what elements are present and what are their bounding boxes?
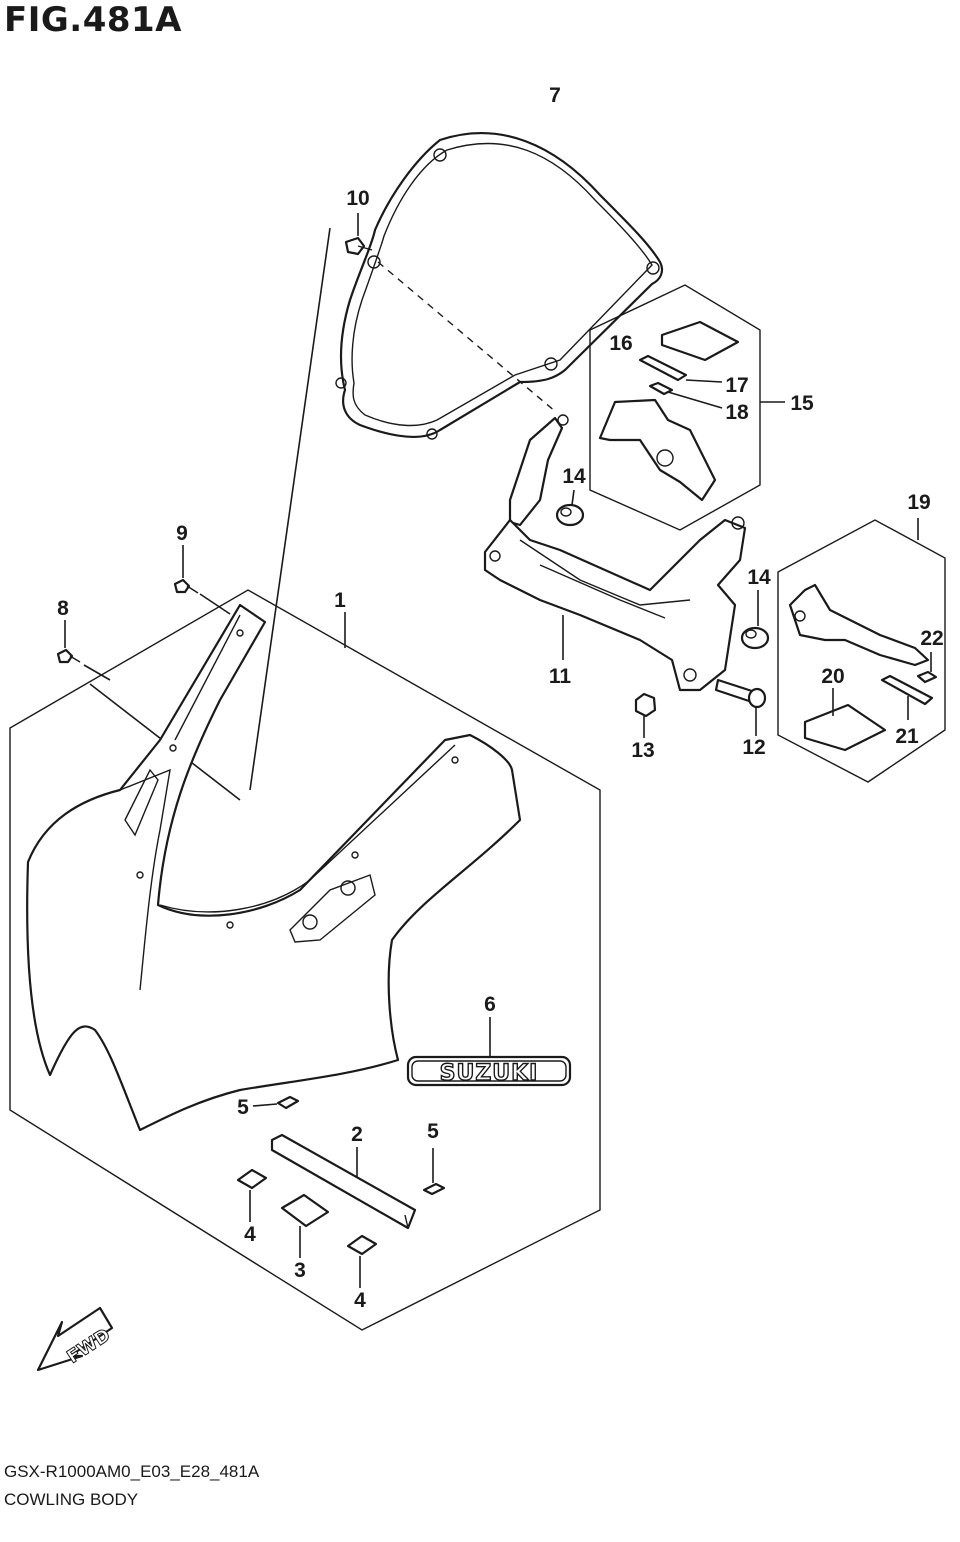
- callout-14a: 14: [562, 465, 586, 488]
- sticker-20[interactable]: [803, 703, 887, 752]
- callout-19: 19: [907, 491, 930, 514]
- callout-20: 20: [821, 665, 844, 688]
- callout-12: 12: [742, 736, 765, 759]
- sticker-16[interactable]: [660, 320, 740, 362]
- tape-18[interactable]: [648, 381, 674, 396]
- grommet-14b[interactable]: [740, 626, 770, 650]
- callout-10: 10: [346, 187, 369, 210]
- callout-3: 3: [294, 1259, 306, 1282]
- kit-15-box: [589, 284, 761, 531]
- callout-14b: 14: [747, 566, 771, 589]
- screw-9[interactable]: [173, 578, 199, 594]
- callout-17: 17: [725, 374, 748, 397]
- figure-title: FIG.481A: [4, 0, 182, 40]
- fwd-arrow: FWD: [36, 1306, 115, 1372]
- upper-cowling[interactable]: [26, 603, 522, 1132]
- tape-2[interactable]: [270, 1133, 417, 1230]
- callout-4a: 4: [244, 1223, 256, 1246]
- nut-13[interactable]: [634, 692, 657, 718]
- callout-22: 22: [920, 627, 943, 650]
- callout-6: 6: [484, 993, 496, 1016]
- grommet-14a[interactable]: [555, 503, 585, 527]
- tape-17[interactable]: [638, 354, 688, 382]
- pad-4b[interactable]: [346, 1234, 378, 1256]
- callout-18: 18: [725, 401, 749, 424]
- kit-1-box: [9, 589, 601, 1331]
- callout-5a: 5: [237, 1096, 249, 1119]
- callout-9: 9: [176, 522, 188, 545]
- windscreen[interactable]: [335, 132, 664, 440]
- callout-16: 16: [609, 332, 632, 355]
- callout-2: 2: [351, 1123, 363, 1146]
- bracket-part-15[interactable]: [598, 398, 717, 502]
- callout-13: 13: [631, 739, 654, 762]
- kit-19-box: [777, 519, 946, 783]
- callout-7: 7: [549, 84, 561, 107]
- callout-11: 11: [549, 665, 572, 688]
- callout-21: 21: [895, 725, 919, 748]
- label-5a[interactable]: [276, 1095, 300, 1110]
- callout-5b: 5: [427, 1120, 439, 1143]
- label-5b[interactable]: [422, 1182, 446, 1196]
- pad-3[interactable]: [280, 1193, 330, 1228]
- callout-4b: 4: [354, 1289, 366, 1312]
- bracket-part-19[interactable]: [788, 583, 930, 667]
- callout-1: 1: [334, 589, 346, 612]
- pad-4a[interactable]: [236, 1168, 268, 1190]
- emblem-text: SUZUKI: [440, 1061, 539, 1086]
- screw-8[interactable]: [56, 648, 81, 664]
- bolt-12[interactable]: [714, 678, 767, 709]
- suzuki-emblem-6[interactable]: SUZUKI: [406, 1055, 572, 1087]
- stay-bracket-11[interactable]: [483, 416, 747, 692]
- model-code: GSX-R1000AM0_E03_E28_481A: [4, 1462, 260, 1481]
- section-name: COWLING BODY: [4, 1490, 139, 1509]
- callout-15: 15: [790, 392, 814, 415]
- tape-21[interactable]: [880, 674, 934, 706]
- screw-10[interactable]: [344, 236, 373, 256]
- tape-22[interactable]: [916, 670, 938, 684]
- callout-8: 8: [57, 597, 69, 620]
